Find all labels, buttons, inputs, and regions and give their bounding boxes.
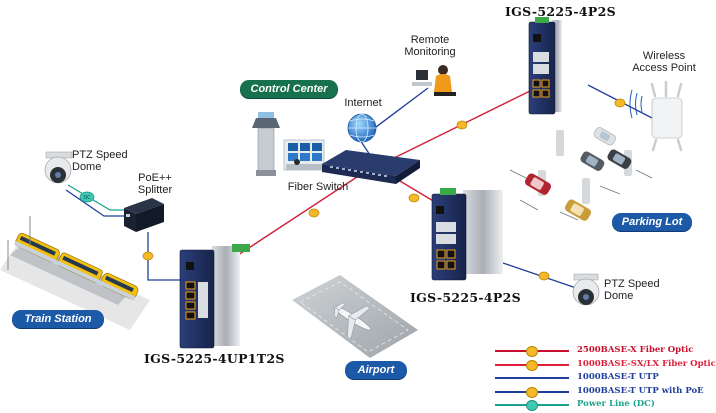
model-middle-right: IGS-5225-4P2S: [410, 290, 521, 305]
ptz-bottom-label: PTZ Speed Dome: [604, 278, 660, 302]
legend-dot-icon: [526, 359, 538, 371]
link-dot: [614, 98, 626, 108]
legend-label: 2500BASE-X Fiber Optic: [577, 345, 694, 355]
utp-link-remote: [371, 87, 429, 131]
ptz-camera-bottom-icon: [572, 273, 600, 306]
remote-monitoring-operator-icon: [412, 65, 456, 96]
legend-item: 2500BASE-X Fiber Optic: [495, 344, 700, 357]
legend-item: 1000BASE-T UTP: [495, 371, 700, 383]
car: [580, 151, 605, 171]
airport-badge: Airport: [345, 361, 407, 379]
control-center-illustration: [252, 112, 325, 176]
dc-marker: DC: [79, 191, 95, 203]
airport-illustration: [292, 275, 418, 358]
fiber-switch-device: [322, 150, 420, 184]
legend-label: 1000BASE-T UTP with PoE: [577, 385, 704, 396]
legend-dot-icon: [526, 346, 538, 357]
legend-label: Power Line (DC): [577, 399, 655, 409]
link-markers: [142, 98, 626, 281]
legend-dot-icon: [526, 386, 538, 398]
parking-lot-illustration: [509, 127, 653, 221]
link-dot: [408, 193, 420, 203]
legend-label: 1000BASE-SX/LX Fiber Optic: [577, 358, 716, 369]
link-dot: [456, 120, 468, 130]
industrial-switch-top: [528, 17, 562, 115]
car: [524, 173, 552, 195]
wireless-access-point-icon: [629, 80, 683, 152]
car: [607, 149, 632, 169]
remote-monitoring-label: Remote Monitoring: [404, 34, 456, 58]
dc-badge-text: DC: [83, 195, 91, 201]
internet-globe-icon: [347, 113, 377, 143]
poe-splitter-label: PoE++ Splitter: [137, 172, 173, 196]
network-diagram: DC: [0, 17, 683, 358]
wireless-ap-label: Wireless Access Point: [632, 50, 696, 74]
car: [593, 127, 616, 146]
train-illustration: [0, 216, 150, 330]
legend-dot-icon: [526, 400, 538, 411]
control-center-badge: Control Center: [240, 80, 338, 98]
fiber-link-left: [237, 174, 361, 256]
internet-label: Internet: [344, 97, 382, 109]
legend-label: 1000BASE-T UTP: [577, 372, 659, 382]
utp-link-splitter: [147, 232, 190, 281]
model-left: IGS-5225-4UP1T2S: [144, 351, 285, 366]
ptz-camera-top-icon: [44, 151, 73, 184]
ptz-top-label: PTZ Speed Dome: [72, 149, 128, 173]
train-station-badge: Train Station: [12, 310, 104, 328]
fiber-switch-label: Fiber Switch: [287, 181, 349, 193]
link-dot: [308, 208, 320, 218]
industrial-switch-left: [179, 244, 250, 349]
car: [564, 199, 592, 221]
industrial-switch-middle: [431, 188, 503, 281]
utp-link-ptz-top: [65, 189, 124, 217]
parking-lot-badge: Parking Lot: [612, 213, 692, 231]
legend-line-swatch: [495, 377, 569, 379]
legend-item: Power Line (DC): [495, 398, 700, 411]
model-top-right: IGS-5225-4P2S: [505, 4, 616, 19]
link-dot: [142, 251, 154, 261]
legend-item: 1000BASE-T UTP with PoE: [495, 385, 704, 398]
legend-item: 1000BASE-SX/LX Fiber Optic: [495, 358, 716, 371]
link-dot: [538, 271, 550, 281]
poe-splitter-device: [124, 198, 164, 232]
